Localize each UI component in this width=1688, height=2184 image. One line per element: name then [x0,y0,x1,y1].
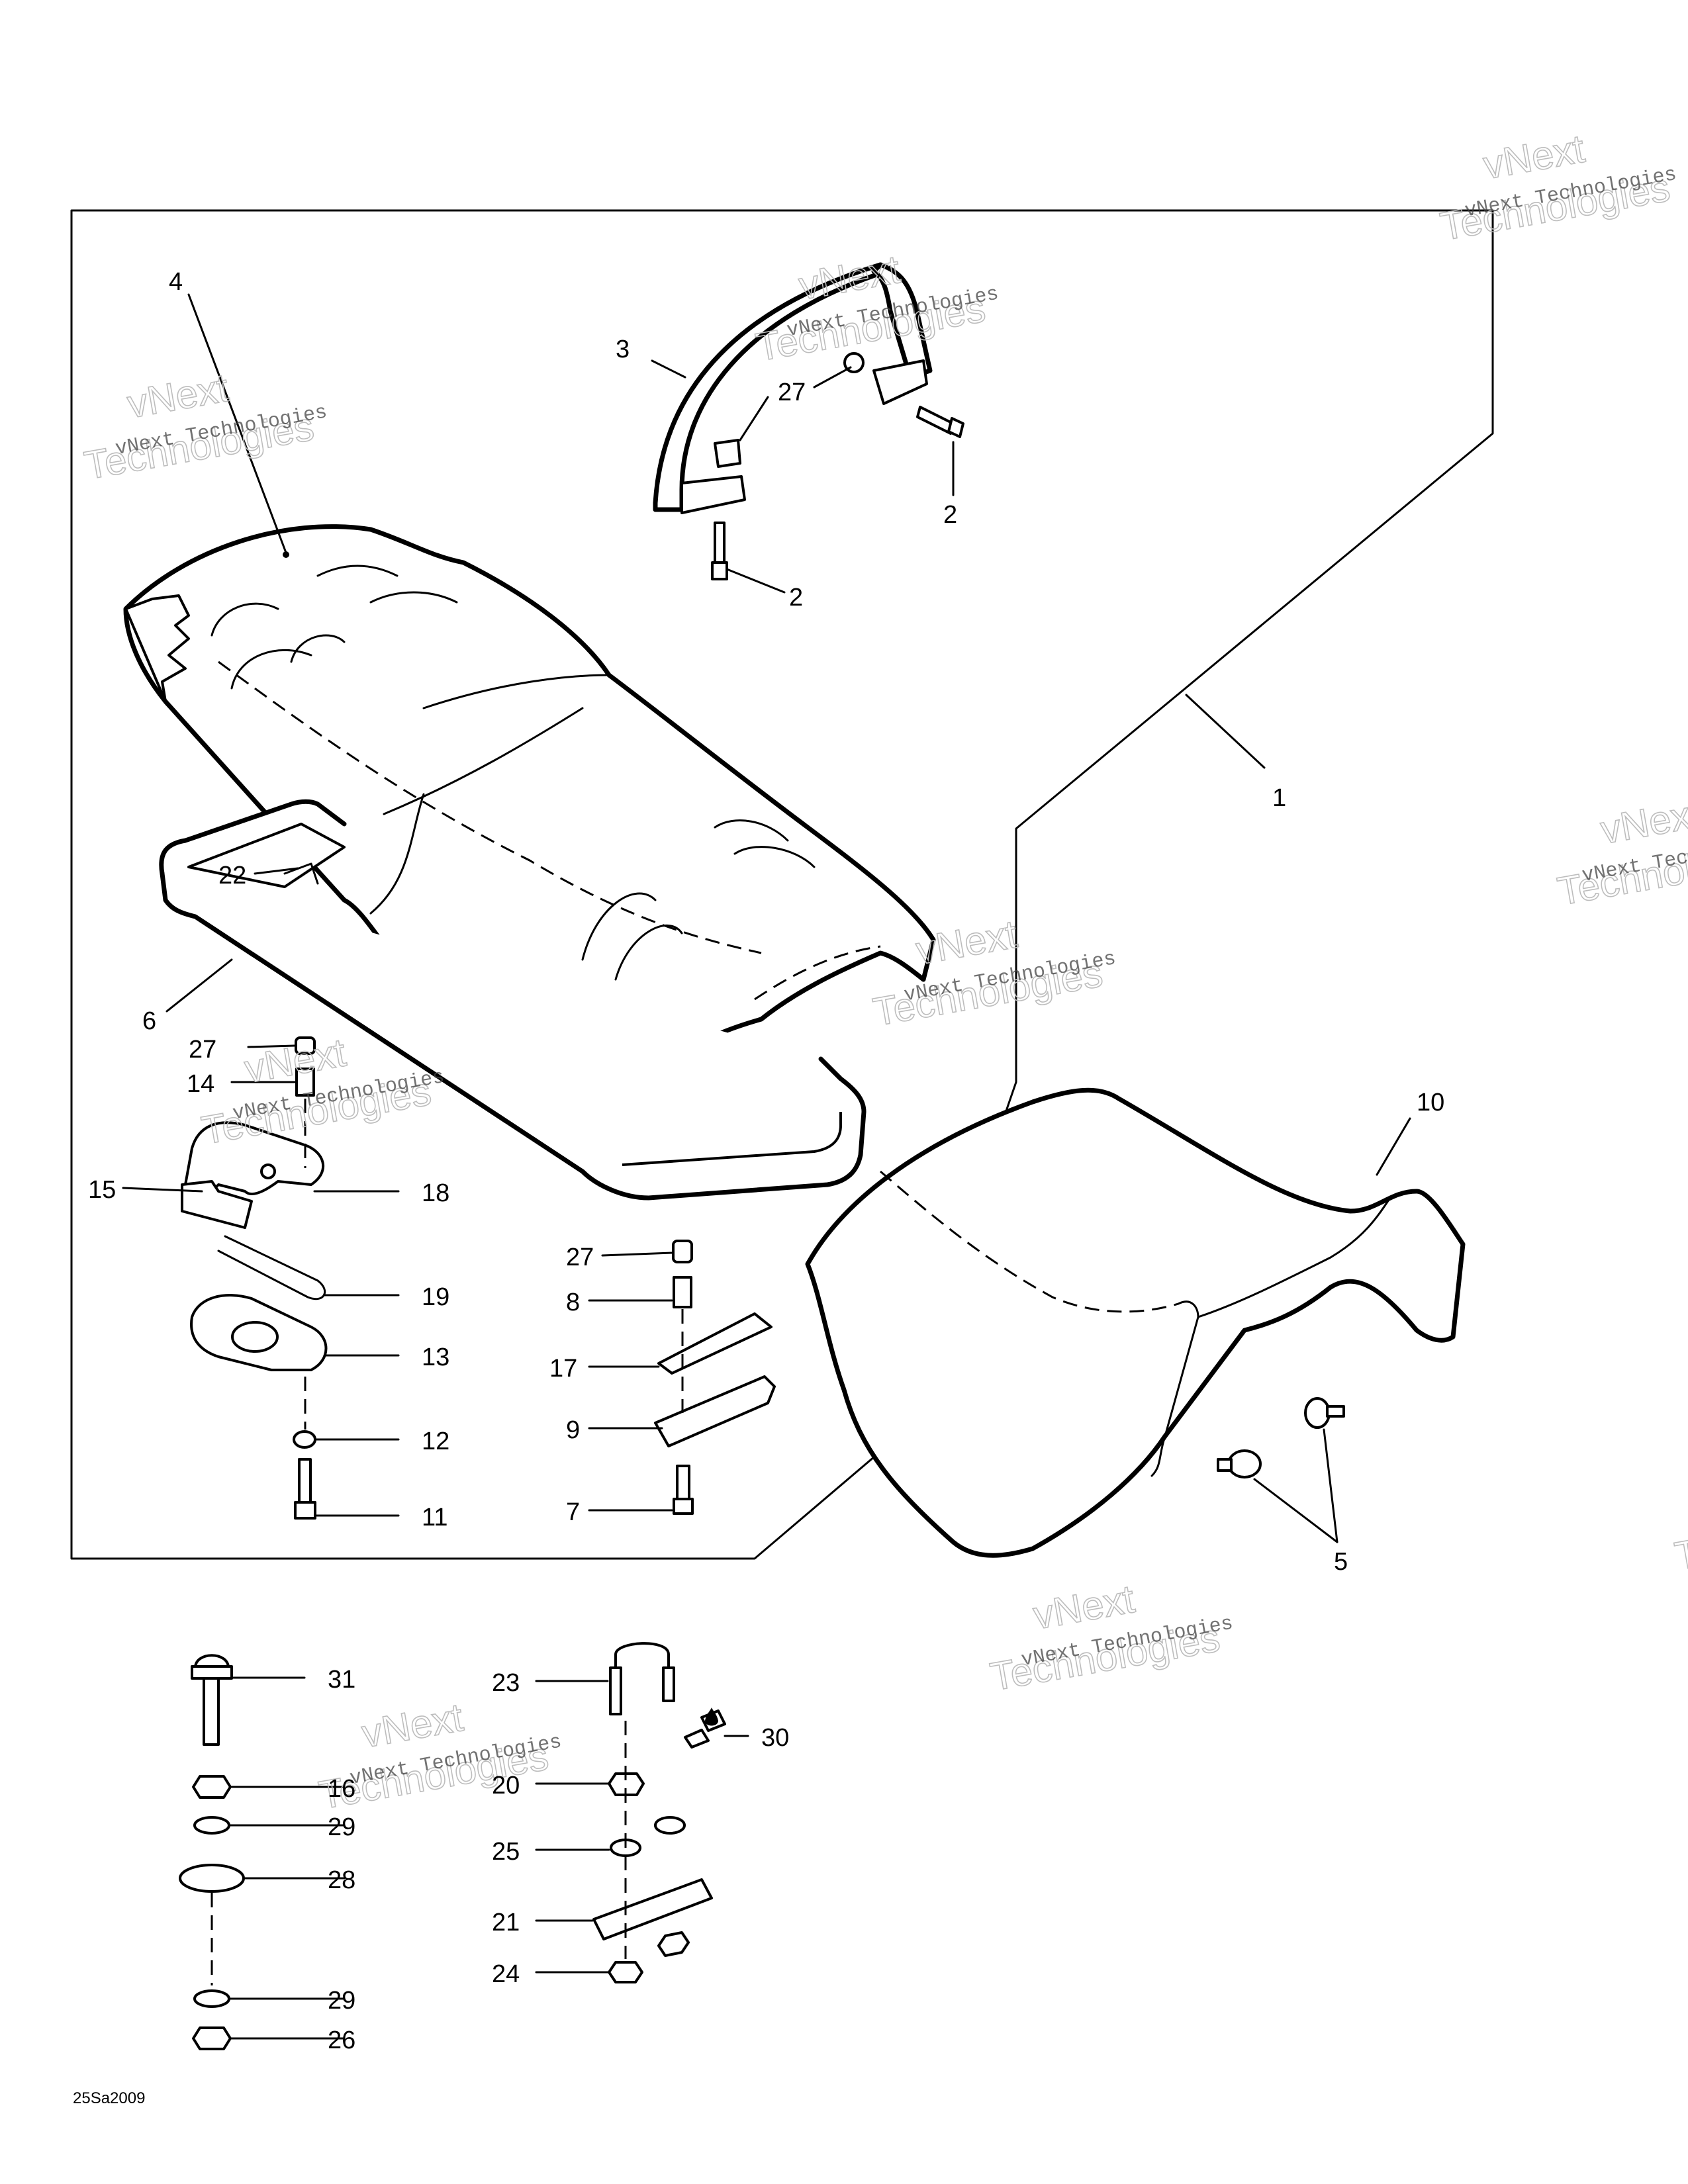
label-21: 21 [492,1909,520,1936]
label-24: 24 [492,1960,520,1988]
svg-text:vNext: vNext [1480,126,1588,188]
label-7: 7 [566,1498,580,1526]
label-2-lower: 2 [789,584,803,612]
label-1: 1 [1272,784,1286,812]
label-16: 16 [328,1775,355,1803]
leader-lines [122,293,1411,2040]
svg-text:vNext: vNext [124,365,232,427]
svg-text:Technologies: Technologies [1671,1494,1688,1578]
label-19: 19 [422,1283,449,1311]
svg-text:vNext: vNext [242,1030,350,1091]
label-2-right: 2 [943,501,957,529]
label-31: 31 [328,1666,355,1694]
label-3: 3 [616,336,630,363]
label-29-bottom: 29 [328,1987,355,2015]
mount-hardware-stack [654,1240,776,1515]
label-22: 22 [218,862,246,889]
assembly-outline [70,209,1494,1560]
u-bolt-hardware-stack [592,1642,726,1983]
label-5: 5 [1334,1548,1348,1576]
label-30: 30 [761,1724,789,1752]
label-27-left: 27 [189,1036,216,1064]
callout-labels: 4 3 27 2 2 1 22 6 27 14 15 18 19 13 12 1… [73,268,1444,2107]
label-8: 8 [566,1289,580,1316]
label-14: 14 [187,1070,214,1098]
label-25: 25 [492,1838,520,1866]
label-6: 6 [142,1007,156,1035]
label-28: 28 [328,1866,355,1894]
label-17: 17 [549,1355,577,1383]
svg-text:vNext: vNext [359,1695,467,1756]
label-9: 9 [566,1416,580,1444]
post-hardware-stack [179,1654,245,2050]
svg-text:vNext: vNext [913,912,1021,974]
label-20: 20 [492,1772,520,1799]
rear-seat-part [805,1087,1466,1558]
label-11: 11 [422,1504,447,1531]
label-4: 4 [169,268,183,296]
drawing-code: 25Sa2009 [73,2089,145,2107]
label-27-top: 27 [778,379,806,406]
label-10: 10 [1417,1089,1444,1116]
label-18: 18 [422,1179,449,1207]
seat-cover-part [123,524,936,1167]
label-29-top: 29 [328,1813,355,1841]
label-23: 23 [492,1669,520,1697]
label-15: 15 [88,1176,116,1204]
grab-handle-part [653,262,964,580]
svg-text:vNext: vNext [1030,1576,1138,1638]
label-13: 13 [422,1343,449,1371]
label-27-mid: 27 [566,1244,594,1271]
svg-text:vNext: vNext [1597,791,1688,852]
label-12: 12 [422,1428,449,1455]
latch-hardware-stack [181,1036,328,1520]
label-26: 26 [328,2026,355,2054]
seat-base-frame-part [159,799,867,1201]
